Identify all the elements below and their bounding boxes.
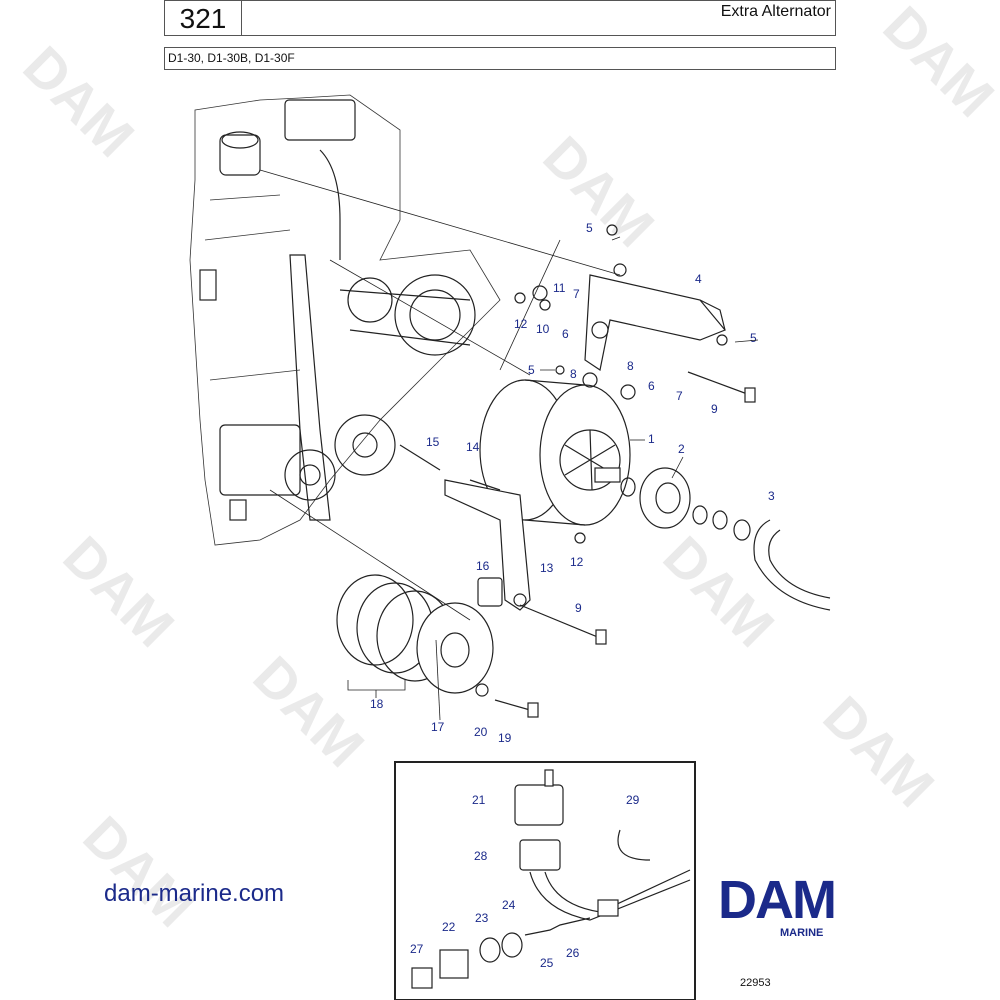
logo-subtext: MARINE (780, 927, 823, 939)
inset-electrical-kit (394, 761, 696, 1000)
assembly-guide-lines (259, 169, 621, 621)
callouts: 1 2 3 4 5 5 5 6 6 7 7 8 8 9 9 10 11 12 1… (370, 221, 775, 970)
watermark: DAM (52, 524, 187, 659)
callout-label: 27 (410, 942, 424, 956)
callout-label: 3 (768, 489, 775, 503)
drawing-number: 22953 (740, 977, 771, 989)
callout-label: 14 (466, 440, 480, 454)
callout-label: 5 (586, 221, 593, 235)
callout-label: 25 (540, 956, 554, 970)
v-belt-3 (753, 519, 831, 611)
callout-label: 2 (678, 442, 685, 456)
callout-label: 9 (711, 402, 718, 416)
callout-label: 20 (474, 725, 488, 739)
dam-marine-logo: DAM MARINE (718, 872, 837, 939)
pulley-2 (620, 467, 751, 541)
watermark: DAM (872, 0, 1000, 129)
watermark: DAM (652, 524, 787, 659)
callout-label: 18 (370, 697, 384, 711)
callout-label: 12 (514, 317, 528, 331)
watermark: DAM (532, 124, 667, 259)
callout-label: 22 (442, 920, 456, 934)
callout-label: 28 (474, 849, 488, 863)
callout-label: 1 (648, 432, 655, 446)
callout-label: 10 (536, 322, 550, 336)
callout-label: 6 (648, 379, 655, 393)
bracket-4 (584, 263, 726, 371)
callout-label: 12 (570, 555, 584, 569)
callout-label: 8 (570, 367, 577, 381)
models-bar: D1-30, D1-30B, D1-30F (164, 47, 836, 70)
callout-label: 5 (750, 331, 757, 345)
models-label: D1-30, D1-30B, D1-30F (168, 51, 295, 65)
tension-bar-13 (444, 479, 531, 611)
callout-label: 7 (676, 389, 683, 403)
fasteners (399, 224, 756, 718)
callout-label: 29 (626, 793, 640, 807)
page-title: Extra Alternator (720, 3, 831, 20)
callout-label: 16 (476, 559, 490, 573)
site-link[interactable]: dam-marine.com (104, 880, 285, 907)
callout-label: 19 (498, 731, 512, 745)
callout-label: 24 (502, 898, 516, 912)
page-number: 321 (165, 1, 242, 35)
callout-label: 9 (575, 601, 582, 615)
header-bar: 321 Extra Alternator (164, 0, 836, 36)
watermark: DAM (12, 34, 147, 169)
callout-label: 8 (627, 359, 634, 373)
callout-label: 11 (553, 281, 566, 295)
leader-lines (347, 236, 759, 721)
callout-label: 7 (573, 287, 580, 301)
callout-label: 15 (426, 435, 440, 449)
callout-label: 26 (566, 946, 580, 960)
callout-label: 13 (540, 561, 554, 575)
engine-block (189, 94, 501, 546)
logo-wordmark: DAM (718, 872, 835, 930)
watermark: DAM (242, 644, 377, 779)
watermark: DAM (812, 684, 947, 819)
pulley-17 (336, 574, 494, 694)
callout-label: 21 (472, 793, 486, 807)
callout-label: 4 (695, 272, 702, 286)
callout-label: 5 (528, 363, 535, 377)
alternator-1 (479, 379, 631, 526)
watermark: DAM (72, 804, 207, 939)
callout-label: 6 (562, 327, 569, 341)
callout-label: 23 (475, 911, 489, 925)
callout-label: 17 (431, 720, 445, 734)
